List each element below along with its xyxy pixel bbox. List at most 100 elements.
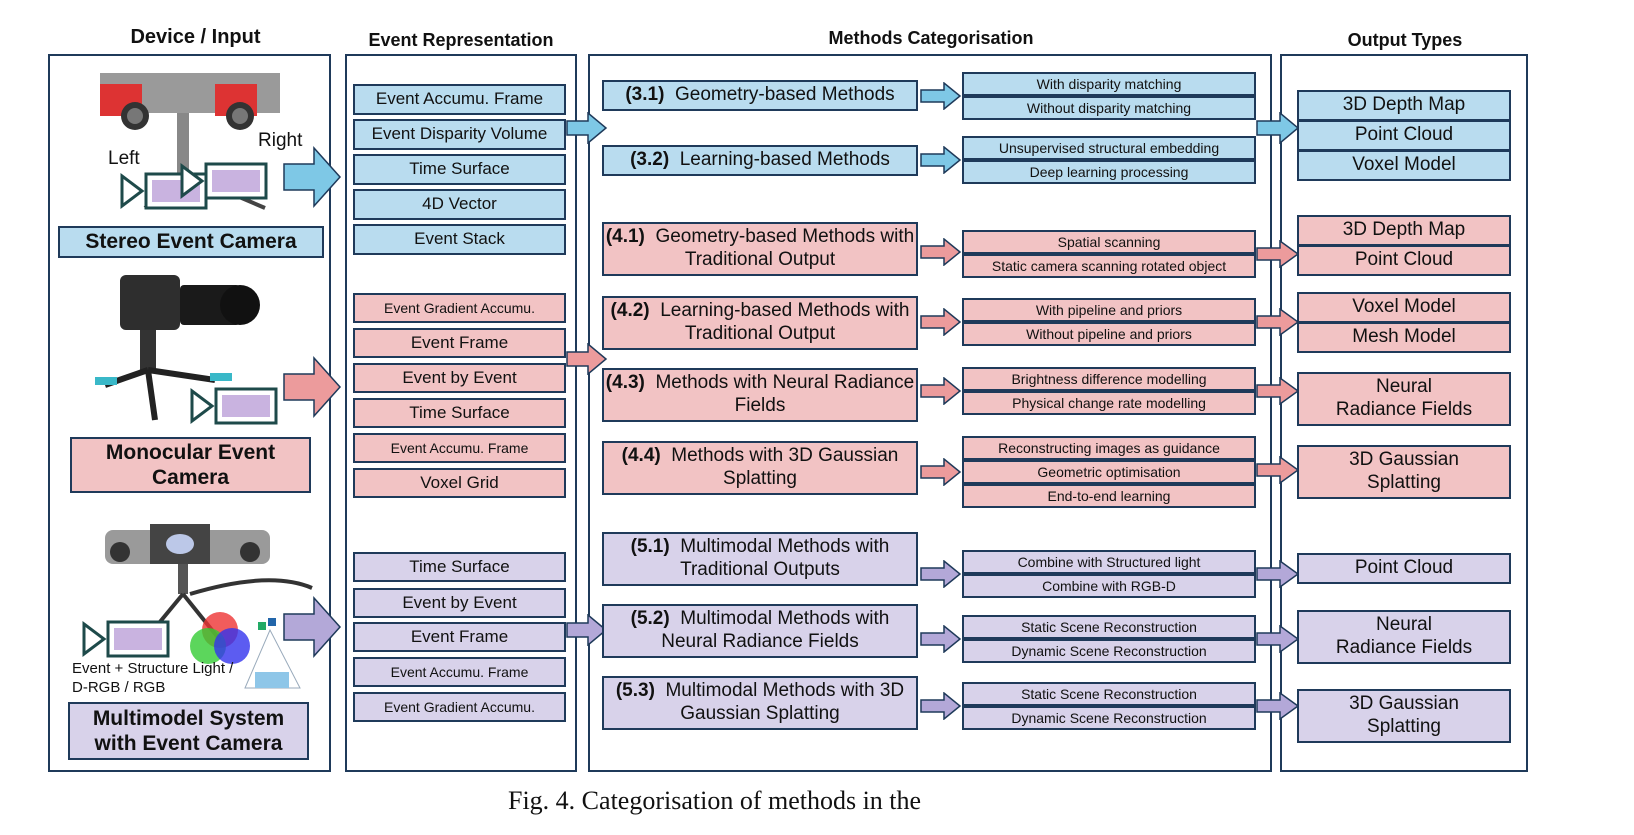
output-item: Point Cloud [1297,245,1511,276]
method-4-4-sub: Geometric optimisation [962,460,1256,484]
method-5-1-sub: Combine with RGB-D [962,574,1256,598]
arrow-method-to-sub [920,458,962,486]
method-5-1-sub: Combine with Structured light [962,550,1256,574]
rep-stereo-item: Event Stack [353,224,566,255]
output-item: Point Cloud [1297,120,1511,151]
rep-stereo-item: 4D Vector [353,189,566,220]
method-4-3: (4.3) Methods with Neural Radiance Field… [602,368,918,422]
arrow-to-outputs [1256,625,1300,653]
arrow-to-outputs [1256,112,1300,144]
method-title: Multimodal Methods with 3D Gaussian Spla… [665,680,905,724]
arrow-method-to-sub [920,146,962,174]
arrow-to-outputs [1256,240,1300,268]
method-4-2: (4.2) Learning-based Methods with Tradit… [602,296,918,350]
method-title: Geometry-based Methods with Traditional … [655,226,915,270]
method-title: Multimodal Methods with Traditional Outp… [680,536,890,580]
event-camera-icon [180,162,268,200]
method-4-1: (4.1) Geometry-based Methods with Tradit… [602,222,918,276]
rep-multi-item: Event Frame [353,622,566,652]
method-5-3-sub: Static Scene Reconstruction [962,682,1256,706]
stereo-event-camera-label: Stereo Event Camera [58,226,324,258]
method-4-3-sub: Brightness difference modelling [962,367,1256,391]
arrow-rep-to-methods-stereo [566,112,608,144]
method-3-2: (3.2) Learning-based Methods [602,145,918,176]
method-number: (5.2) [630,608,670,630]
method-4-4-sub: End-to-end learning [962,484,1256,508]
method-5-2-sub: Dynamic Scene Reconstruction [962,639,1256,663]
method-number: (3.2) [630,149,670,171]
arrow-to-outputs [1256,377,1300,405]
arrow-rep-to-methods-multi [566,614,608,646]
method-4-4: (4.4) Methods with 3D Gaussian Splatting [602,441,918,495]
arrow-method-to-sub [920,308,962,336]
header-outputs: Output Types [1347,30,1463,50]
arrow-method-to-sub [920,82,962,110]
method-number: (4.2) [610,300,650,322]
arrow-mono-to-representation [283,356,342,418]
method-5-1: (5.1) Multimodal Methods with Traditiona… [602,532,918,586]
right-label: Right [258,130,303,151]
method-5-3-sub: Dynamic Scene Reconstruction [962,706,1256,730]
output-item: 3D Gaussian Splatting [1297,445,1511,499]
arrow-rep-to-methods-mono [566,343,608,375]
rep-stereo-item: Time Surface [353,154,566,185]
arrow-to-outputs [1256,692,1300,720]
method-title: Learning-based Methods with Traditional … [660,300,910,344]
method-title: Multimodal Methods with Neural Radiance … [661,608,890,652]
rep-multi-item: Event Gradient Accumu. [353,692,566,722]
method-3-1: (3.1) Geometry-based Methods [602,80,918,111]
method-title: Methods with 3D Gaussian Splatting [671,445,899,489]
output-item: Neural Radiance Fields [1297,372,1511,426]
method-5-2-sub: Static Scene Reconstruction [962,615,1256,639]
method-4-1-sub: Spatial scanning [962,230,1256,254]
event-camera-icon [120,172,208,210]
rep-mono-item: Event Accumu. Frame [353,433,566,463]
method-4-2-sub: Without pipeline and priors [962,322,1256,346]
method-4-2-sub: With pipeline and priors [962,298,1256,322]
multimodal-system-illustration [105,524,313,689]
arrow-method-to-sub [920,692,962,720]
arrow-to-outputs [1256,456,1300,484]
arrow-method-to-sub [920,238,962,266]
method-number: (5.1) [630,536,670,558]
method-3-2-sub: Unsupervised structural embedding [962,136,1256,160]
output-item: Mesh Model [1297,322,1511,353]
method-4-4-sub: Reconstructing images as guidance [962,436,1256,460]
monocular-event-camera-label: Monocular Event Camera [70,437,311,493]
arrow-method-to-sub [920,377,962,405]
rep-stereo-item: Event Disparity Volume [353,119,566,150]
output-text: Neural Radiance Fields [1335,614,1473,658]
method-3-1-sub: Without disparity matching [962,96,1256,120]
method-number: (4.4) [621,445,661,467]
rep-multi-item: Event by Event [353,588,566,618]
rep-mono-item: Time Surface [353,398,566,428]
stereo-camera-illustration [100,73,280,210]
output-item: Voxel Model [1297,292,1511,323]
event-camera-icon [190,387,278,425]
rep-mono-item: Event Gradient Accumu. [353,293,566,323]
rep-mono-item: Voxel Grid [353,468,566,498]
multimodal-system-label: Multimodel System with Event Camera [68,702,309,760]
output-text: Neural Radiance Fields [1335,376,1473,420]
multimodal-input-note: Event + Structure Light / D-RGB / RGB [72,660,234,696]
arrow-multi-to-representation [283,596,342,658]
output-item: 3D Depth Map [1297,215,1511,246]
method-5-2: (5.2) Multimodal Methods with Neural Rad… [602,604,918,658]
rep-stereo-item: Event Accumu. Frame [353,84,566,115]
arrow-to-outputs [1256,560,1300,588]
method-number: (3.1) [625,84,665,106]
method-3-2-sub: Deep learning processing [962,160,1256,184]
rep-mono-item: Event Frame [353,328,566,358]
arrow-to-outputs [1256,308,1300,336]
header-methods: Methods Categorisation [828,28,1034,48]
arrow-method-to-sub [920,625,962,653]
method-number: (5.3) [615,680,655,702]
output-item: 3D Depth Map [1297,90,1511,121]
figure-caption: Fig. 4. Categorisation of methods in the [508,786,922,815]
method-number: (4.3) [605,372,645,394]
output-item: Neural Radiance Fields [1297,610,1511,664]
method-title: Learning-based Methods [679,149,890,171]
arrow-stereo-to-representation [283,146,342,208]
method-title: Methods with Neural Radiance Fields [655,372,915,416]
output-item: 3D Gaussian Splatting [1297,689,1511,743]
